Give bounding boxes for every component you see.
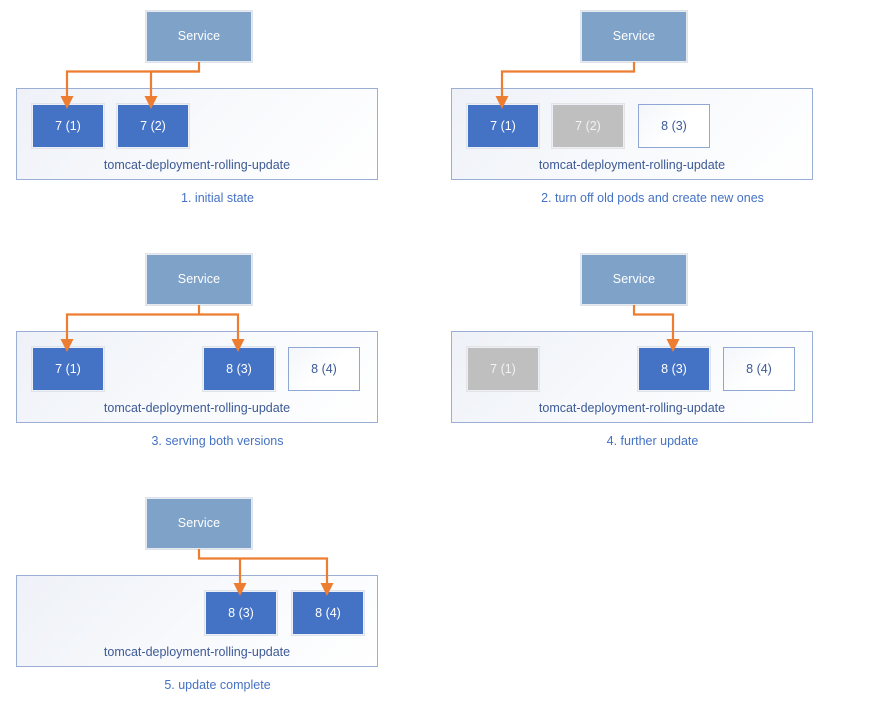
pod-label: 8 (3) (226, 361, 252, 376)
pod-label: 7 (1) (55, 361, 81, 376)
pod-label: 8 (4) (311, 361, 337, 376)
deployment-box[interactable]: tomcat-deployment-rolling-update (451, 88, 813, 180)
service-box[interactable]: Service (146, 11, 252, 62)
pod-7-1-terminating[interactable]: 7 (1) (467, 347, 539, 391)
pod-7-1[interactable]: 7 (1) (32, 104, 104, 148)
service-label: Service (177, 29, 221, 44)
pod-label: 7 (1) (55, 118, 81, 133)
pod-8-4-pending[interactable]: 8 (4) (723, 347, 795, 391)
service-box[interactable]: Service (581, 11, 687, 62)
pod-label: 7 (2) (140, 118, 166, 133)
pod-7-2[interactable]: 7 (2) (117, 104, 189, 148)
pod-label: 8 (3) (661, 118, 687, 133)
panel-update-complete: Service tomcat-deployment-rolling-update… (0, 487, 435, 722)
panel-caption: 4. further update (606, 434, 699, 448)
deployment-label: tomcat-deployment-rolling-update (103, 400, 291, 415)
panel-caption: 3. serving both versions (151, 434, 284, 448)
deployment-label: tomcat-deployment-rolling-update (538, 400, 726, 415)
pod-label: 7 (2) (575, 118, 601, 133)
panel-initial-state: Service tomcat-deployment-rolling-update… (0, 0, 435, 235)
pod-8-3[interactable]: 8 (3) (203, 347, 275, 391)
service-label: Service (177, 516, 221, 531)
panel-caption: 1. initial state (181, 191, 254, 205)
pod-8-4-pending[interactable]: 8 (4) (288, 347, 360, 391)
pod-label: 7 (1) (490, 118, 516, 133)
panel-further-update: Service tomcat-deployment-rolling-update… (435, 243, 870, 478)
pod-label: 8 (4) (315, 605, 341, 620)
pod-8-4[interactable]: 8 (4) (292, 591, 364, 635)
deployment-label: tomcat-deployment-rolling-update (538, 157, 726, 172)
panel-caption: 2. turn off old pods and create new ones (541, 191, 764, 205)
panel-caption: 5. update complete (164, 678, 271, 692)
panel-serving-both-versions: Service tomcat-deployment-rolling-update… (0, 243, 435, 478)
service-box[interactable]: Service (146, 498, 252, 549)
service-label: Service (177, 272, 221, 287)
panel-turn-off-old-pods: Service tomcat-deployment-rolling-update… (435, 0, 870, 235)
pod-8-3[interactable]: 8 (3) (638, 347, 710, 391)
deployment-label: tomcat-deployment-rolling-update (103, 644, 291, 659)
pod-label: 8 (4) (746, 361, 772, 376)
service-box[interactable]: Service (581, 254, 687, 305)
service-label: Service (612, 29, 656, 44)
pod-8-3[interactable]: 8 (3) (205, 591, 277, 635)
pod-7-2-terminating[interactable]: 7 (2) (552, 104, 624, 148)
service-box[interactable]: Service (146, 254, 252, 305)
pod-label: 8 (3) (228, 605, 254, 620)
pod-7-1[interactable]: 7 (1) (32, 347, 104, 391)
pod-label: 7 (1) (490, 361, 516, 376)
pod-7-1[interactable]: 7 (1) (467, 104, 539, 148)
pod-label: 8 (3) (661, 361, 687, 376)
pod-8-3-pending[interactable]: 8 (3) (638, 104, 710, 148)
deployment-label: tomcat-deployment-rolling-update (103, 157, 291, 172)
service-label: Service (612, 272, 656, 287)
